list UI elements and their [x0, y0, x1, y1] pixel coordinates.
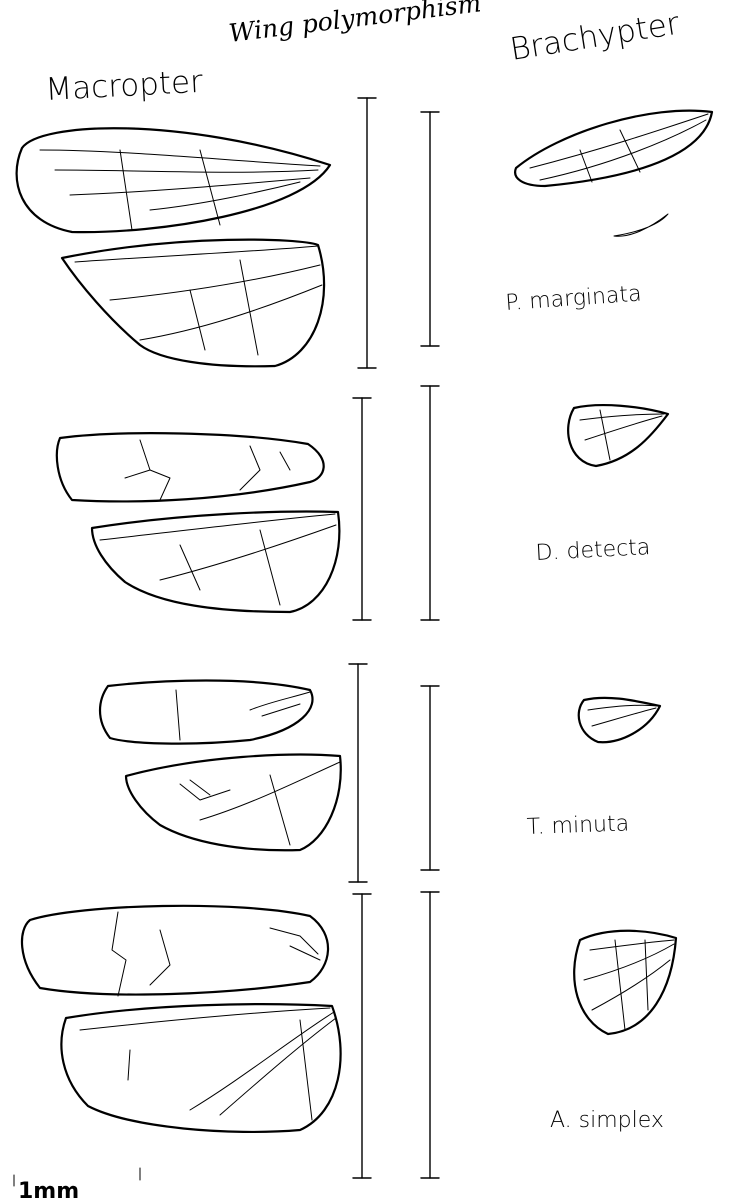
scale-label: 1mm: [18, 1179, 79, 1201]
scale-bar-macropter-t-minuta: [349, 664, 367, 882]
brachypter-hindwing-p-marginata: [614, 214, 668, 236]
scale-bar-brachypter-a-simplex: [421, 892, 439, 1178]
macropter-forewing-a-simplex: [22, 906, 328, 996]
scale-bar-brachypter-p-marginata: [421, 112, 439, 346]
brachypter-forewing-p-marginata: [515, 111, 712, 186]
species-label-t-minuta: T. minuta: [526, 811, 629, 840]
species-group-t-minuta: T. minuta: [100, 664, 660, 882]
species-label-a-simplex: A. simplex: [550, 1108, 664, 1133]
species-group-a-simplex: A. simplex: [22, 892, 676, 1178]
column-header-brachypter: Brachypter: [508, 6, 683, 68]
scale-bar-macropter-p-marginata: [358, 98, 376, 368]
scale-bar-macropter-d-detecta: [353, 398, 371, 620]
species-group-d-detecta: D. detecta: [57, 386, 668, 620]
brachypter-wing-d-detecta: [568, 405, 668, 466]
species-label-d-detecta: D. detecta: [535, 535, 651, 566]
macropter-hindwing-d-detecta: [92, 512, 339, 612]
macropter-hindwing-a-simplex: [61, 1004, 340, 1132]
macropter-hindwing-t-minuta: [126, 755, 341, 851]
species-label-p-marginata: P. marginata: [505, 282, 643, 316]
figure-title: Wing polymorphism: [227, 0, 482, 48]
macropter-hindwing-p-marginata: [62, 240, 324, 367]
brachypter-wing-t-minuta: [579, 698, 660, 742]
column-header-macropter: Macropter: [45, 64, 204, 108]
brachypter-wing-a-simplex: [574, 931, 676, 1034]
macropter-forewing-d-detecta: [57, 433, 324, 501]
species-group-p-marginata: P. marginata: [17, 98, 712, 368]
macropter-forewing-t-minuta: [100, 681, 313, 744]
scale-bar-brachypter-d-detecta: [421, 386, 439, 620]
scale-bar-brachypter-t-minuta: [421, 686, 439, 870]
macropter-forewing-p-marginata: [17, 128, 330, 232]
scale-bar-macropter-a-simplex: [353, 894, 371, 1178]
scale-reference: 1mm: [14, 1168, 140, 1201]
